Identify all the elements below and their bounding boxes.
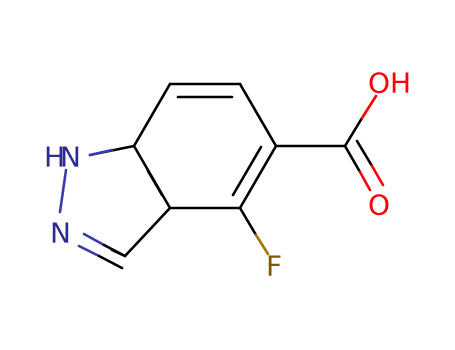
- bond-n2-c3-colored: [82, 232, 106, 247]
- bond-c-o-colored: [358, 170, 372, 192]
- bond-c4-f: [238, 206, 258, 237]
- bond-c4-f-colored: [254, 233, 270, 256]
- atom-label-n: N: [50, 217, 71, 250]
- bond-c6-c5: [238, 82, 278, 148]
- bond-n2-c3-double-black: [97, 254, 124, 270]
- atom-label-nh-n: N: [60, 141, 81, 174]
- bond-n1-n2-colored: [58, 168, 68, 214]
- benzene-ring: [132, 82, 278, 210]
- bond-n2-c3-double: [77, 244, 101, 258]
- atom-label-nh-h: H: [44, 141, 65, 174]
- bond-c-o-double: [355, 139, 374, 168]
- bond-c-o-double-colored: [370, 164, 385, 187]
- bond-c5-c4: [238, 144, 278, 210]
- bond-c3-c3a: [123, 206, 172, 258]
- bond-c7a-n1-colored: [88, 148, 114, 157]
- atom-label-o: O: [368, 189, 390, 222]
- atom-label-f: F: [266, 250, 282, 283]
- bond-double-c5-c4: [231, 145, 263, 197]
- hetero-bonds: [58, 94, 385, 270]
- bond-c-oh-colored: [360, 94, 378, 120]
- atom-label-oh: OH: [368, 67, 411, 100]
- bond-double-c3a-c7a: [146, 169, 164, 197]
- bond-n2-c3-black: [102, 243, 127, 258]
- bond-c7a-c7: [132, 82, 172, 148]
- atom-labels: OH O F H N N: [44, 67, 411, 283]
- bond-c-oh: [343, 116, 364, 148]
- bond-c-o: [343, 144, 362, 174]
